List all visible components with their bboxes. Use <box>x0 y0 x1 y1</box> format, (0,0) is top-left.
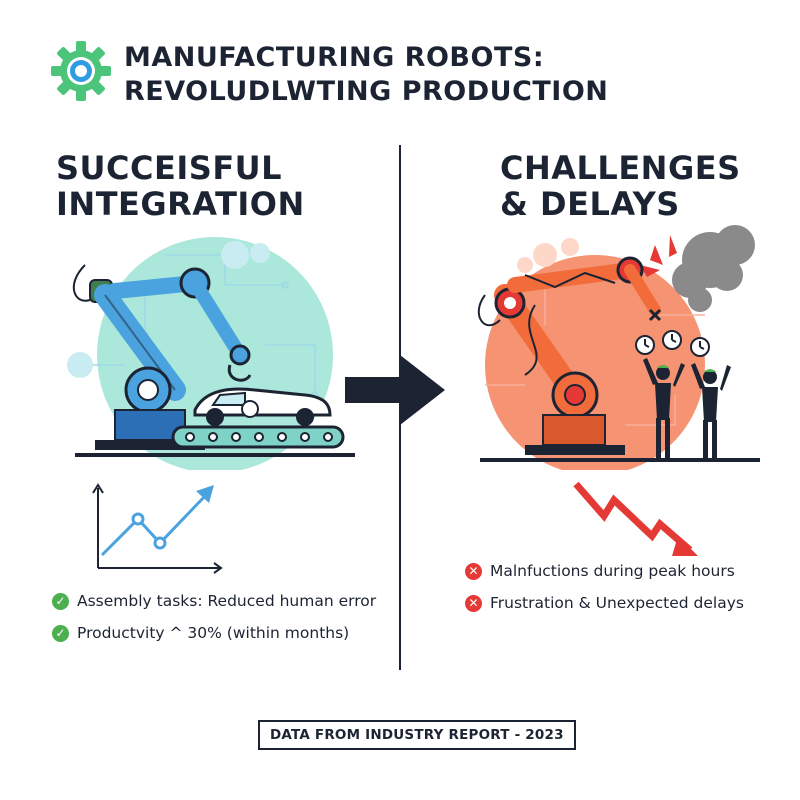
page-title-line1: MANUFACTURING ROBOTS: <box>124 42 545 73</box>
source-footer: DATA FROM INDUSTRY REPORT - 2023 <box>258 720 576 750</box>
right-bullet-2: ✕ Frustration & Unexpected delays <box>465 594 744 612</box>
downward-trend-icon <box>572 478 702 558</box>
right-heading-line2: & DELAYS <box>500 185 680 223</box>
check-icon: ✓ <box>52 592 69 610</box>
x-icon: ✕ <box>465 594 482 612</box>
transition-arrow-icon <box>345 355 455 425</box>
upward-trend-icon <box>88 483 228 575</box>
challenge-illustration <box>455 225 760 475</box>
right-bullet-1-text: Malnfuctions during peak hours <box>490 562 735 580</box>
x-icon: ✕ <box>465 562 482 580</box>
left-bullet-2: ✓ Productvity ^ 30% (within months) <box>52 624 349 642</box>
left-bullet-1: ✓ Assembly tasks: Reduced human error <box>52 592 376 610</box>
right-bullet-1: ✕ Malnfuctions during peak hours <box>465 562 735 580</box>
success-illustration <box>45 225 355 473</box>
left-bullet-1-text: Assembly tasks: Reduced human error <box>77 592 377 610</box>
left-heading-line1: SUCCEISFUL <box>56 149 283 187</box>
left-heading-line2: INTEGRATION <box>56 185 305 223</box>
check-icon: ✓ <box>52 624 69 642</box>
right-heading-line1: CHALLENGES <box>500 149 741 187</box>
gear-icon <box>50 40 112 102</box>
page-title-line2: REVOLUDLWTING PRODUCTION <box>124 76 609 107</box>
right-bullet-2-text: Frustration & Unexpected delays <box>490 594 744 612</box>
left-bullet-2-text: Productvity ^ 30% (within months) <box>77 624 350 642</box>
